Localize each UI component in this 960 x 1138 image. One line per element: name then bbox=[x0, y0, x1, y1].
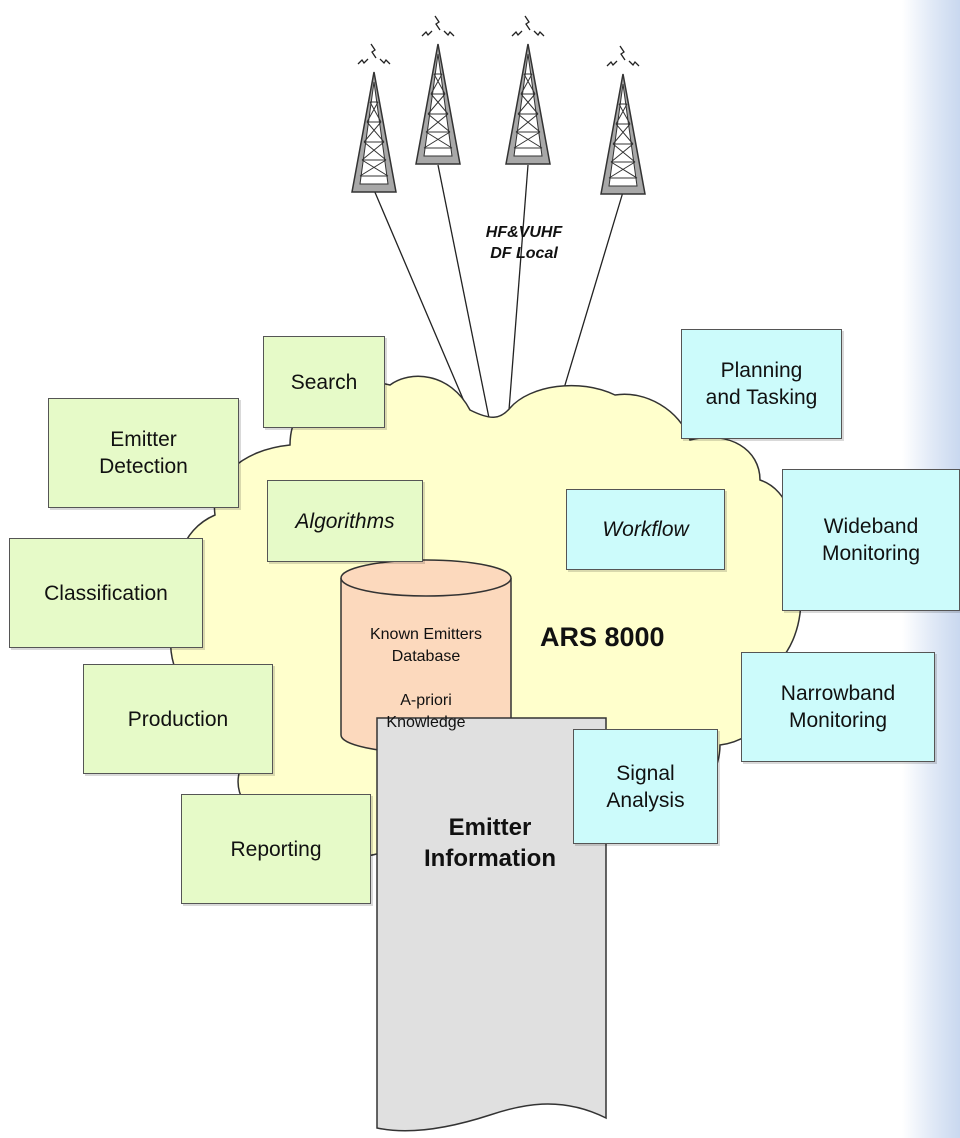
signal-analysis-box: Signal Analysis bbox=[573, 729, 718, 844]
ars-8000-label: ARS 8000 bbox=[540, 622, 665, 652]
planning-tasking-box: Planning and Tasking bbox=[681, 329, 842, 439]
workflow-box: Workflow bbox=[566, 489, 725, 570]
wideband-monitoring-box: Wideband Monitoring bbox=[782, 469, 960, 611]
antenna-line-4 bbox=[561, 191, 624, 396]
antenna-line-1 bbox=[373, 189, 470, 414]
reporting-box: Reporting bbox=[181, 794, 371, 904]
classification-box: Classification bbox=[9, 538, 203, 648]
antenna-tower-icon bbox=[505, 15, 551, 165]
production-box: Production bbox=[83, 664, 273, 774]
narrowband-monitoring-box: Narrowband Monitoring bbox=[741, 652, 935, 762]
search-box: Search bbox=[263, 336, 385, 428]
df-local-label: HF&VUHF DF Local bbox=[485, 224, 563, 262]
database-label: Known Emitters Database A-priori Knowled… bbox=[369, 626, 483, 731]
emitter-information-document-icon bbox=[376, 717, 607, 1132]
antenna-tower-icon bbox=[600, 45, 646, 195]
algorithms-box: Algorithms bbox=[267, 480, 423, 562]
antenna-tower-icon bbox=[415, 15, 461, 165]
antenna-tower-icon bbox=[351, 43, 397, 193]
antenna-line-2 bbox=[437, 164, 490, 419]
emitter-detection-box: Emitter Detection bbox=[48, 398, 239, 508]
antenna-line-3 bbox=[508, 164, 529, 411]
emitter-information-label: Emitter Information bbox=[424, 814, 556, 872]
